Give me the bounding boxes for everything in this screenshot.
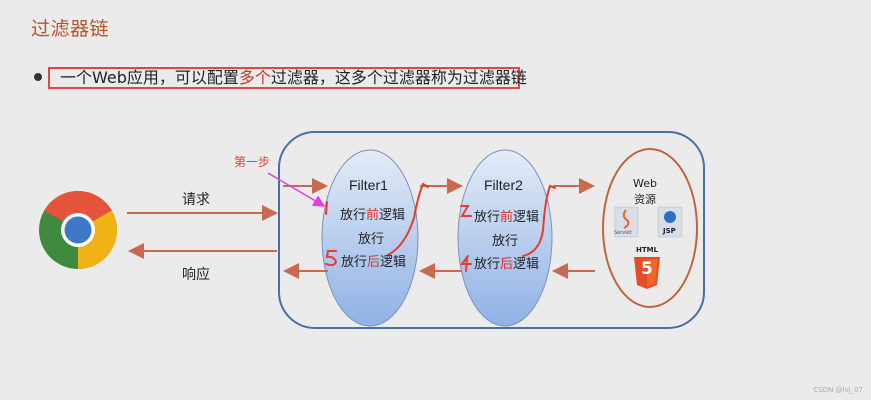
filter2-ellipse	[457, 149, 553, 327]
web-resource-line2: 资源	[634, 193, 656, 206]
chrome-icon	[39, 190, 118, 269]
html5-badge: 5	[641, 259, 653, 279]
filter2-after-suffix: 逻辑	[513, 257, 540, 272]
filter1-pass-curve	[387, 182, 429, 256]
filter1-after-suffix: 逻辑	[380, 255, 407, 270]
request-label: 请求	[182, 192, 210, 208]
watermark: CSDN @lvj_07	[813, 386, 863, 394]
jsp-label: JSP	[663, 227, 676, 235]
bullet-text-highlight: 多个	[238, 68, 271, 87]
bullet-text-part2: 过滤器，这多个过滤器称为过滤器链	[270, 68, 527, 87]
filter2-pass-curve	[522, 184, 556, 257]
filter1-after-logic: 放行后逻辑	[341, 251, 406, 270]
filter1-title: Filter1	[349, 177, 388, 193]
html5-icon	[634, 257, 660, 289]
filter1-before-prefix: 放行	[340, 208, 367, 223]
filter2-before-suffix: 逻辑	[513, 210, 540, 225]
filter1-before-logic: 放行前逻辑	[340, 204, 405, 223]
step-5-mark	[325, 250, 338, 267]
filter2-before-key: 前	[500, 210, 514, 225]
filter1-after-prefix: 放行	[341, 255, 368, 270]
servlet-icon	[614, 206, 639, 238]
servlet-label: Servlet	[614, 230, 632, 236]
jsp-icon	[657, 206, 683, 238]
filter1-pass: 放行	[358, 232, 385, 247]
highlight-box	[48, 67, 520, 89]
filter2-after-key: 后	[500, 257, 514, 272]
step-pointer-arrow	[267, 172, 326, 207]
filter1-after-key: 后	[367, 255, 381, 270]
step-2-mark	[460, 205, 472, 217]
web-resource-ellipse	[602, 148, 698, 308]
step-4-mark	[460, 255, 472, 272]
filter1-before-key: 前	[366, 208, 380, 223]
slide-title: 过滤器链	[31, 18, 110, 40]
step-annotation: 第一步	[234, 155, 271, 169]
filter1-ellipse	[321, 149, 419, 327]
filter2-before-prefix: 放行	[474, 210, 501, 225]
bullet-text: 一个Web应用，可以配置多个过滤器，这多个过滤器称为过滤器链	[60, 67, 527, 88]
response-label: 响应	[182, 267, 210, 283]
filter2-title: Filter2	[484, 177, 523, 193]
filter1-before-suffix: 逻辑	[379, 208, 406, 223]
server-container	[278, 131, 705, 329]
web-resource-line1: Web	[633, 177, 657, 190]
filter2-after-logic: 放行后逻辑	[474, 253, 539, 272]
step-1-mark	[325, 201, 328, 215]
bullet-dot	[34, 73, 42, 81]
filter2-pass: 放行	[492, 234, 519, 249]
filter2-after-prefix: 放行	[474, 257, 501, 272]
html-label: HTML	[636, 246, 659, 254]
filter2-before-logic: 放行前逻辑	[474, 206, 539, 225]
bullet-text-part1: 一个Web应用，可以配置	[60, 68, 239, 87]
